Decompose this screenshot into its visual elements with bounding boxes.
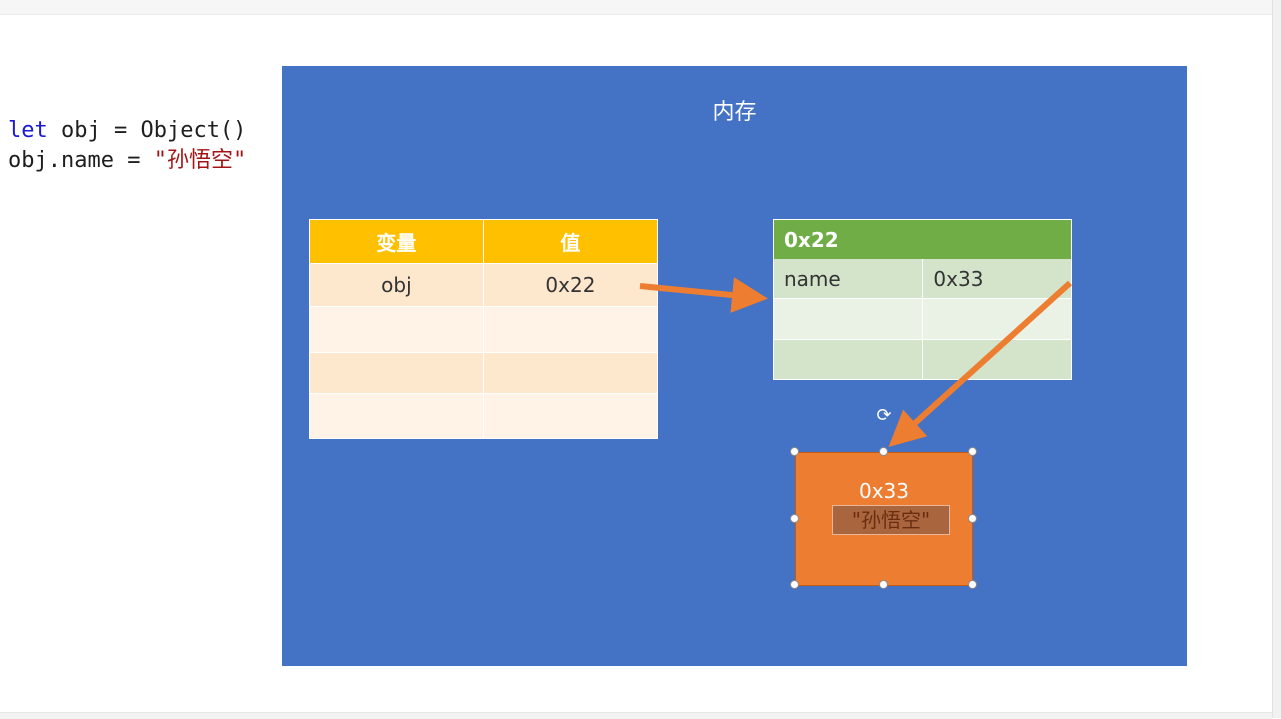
- memory-title: 内存: [712, 100, 757, 125]
- code-line-1: let obj = Object(): [8, 116, 246, 146]
- heap-cell-key: name: [773, 259, 924, 299]
- stack-table: 变量 值 obj 0x22: [309, 219, 659, 439]
- selection-handle[interactable]: [968, 580, 977, 589]
- selection-handle[interactable]: [879, 447, 888, 456]
- stack-cell-value: 0x22: [483, 263, 659, 307]
- arrow-obj-to-heap: [639, 277, 768, 313]
- stack-cell-value: [483, 306, 659, 353]
- top-bar: [0, 0, 1281, 15]
- code-text: obj.name =: [8, 148, 154, 173]
- selection-handle[interactable]: [790, 447, 799, 456]
- selection-handle[interactable]: [968, 514, 977, 523]
- string-literal: "孙悟空": [153, 148, 247, 173]
- stack-cell-variable: [309, 306, 484, 353]
- heap-object-address: 0x22: [773, 219, 1072, 259]
- selection-handle[interactable]: [879, 580, 888, 589]
- heap-cell-key: [773, 298, 924, 340]
- code-text: obj = Object(): [47, 118, 247, 143]
- stack-cell-variable: [309, 393, 484, 439]
- bottom-bar: [0, 712, 1272, 719]
- selection-handle[interactable]: [790, 514, 799, 523]
- heap-cell-value: 0x33: [922, 259, 1072, 299]
- stack-cell-value: [483, 393, 659, 439]
- stack-cell-variable: obj: [309, 263, 484, 307]
- rotate-icon[interactable]: ⟳: [876, 405, 892, 426]
- memory-panel: 内存 变量 值 obj 0x22 0x22 name 0x33: [282, 66, 1187, 666]
- heap-object-table: 0x22 name 0x33: [773, 219, 1072, 380]
- stack-header-value: 值: [483, 219, 659, 264]
- string-object-address: 0x33: [858, 479, 909, 503]
- stack-header-variable: 变量: [309, 219, 484, 264]
- selection-handle[interactable]: [968, 447, 977, 456]
- string-object-box[interactable]: 0x33 "孙悟空": [795, 452, 973, 586]
- string-object-value: "孙悟空": [832, 505, 950, 535]
- selection-handle[interactable]: [790, 580, 799, 589]
- arrow-name-to-string: [888, 280, 1073, 448]
- keyword-let: let: [8, 118, 48, 143]
- code-line-2: obj.name = "孙悟空": [8, 146, 246, 176]
- heap-cell-key: [773, 339, 924, 380]
- scrollbar[interactable]: [1272, 0, 1281, 718]
- stack-cell-variable: [309, 352, 484, 394]
- stack-cell-value: [483, 352, 659, 394]
- code-snippet: let obj = Object()obj.name = "孙悟空": [8, 116, 246, 176]
